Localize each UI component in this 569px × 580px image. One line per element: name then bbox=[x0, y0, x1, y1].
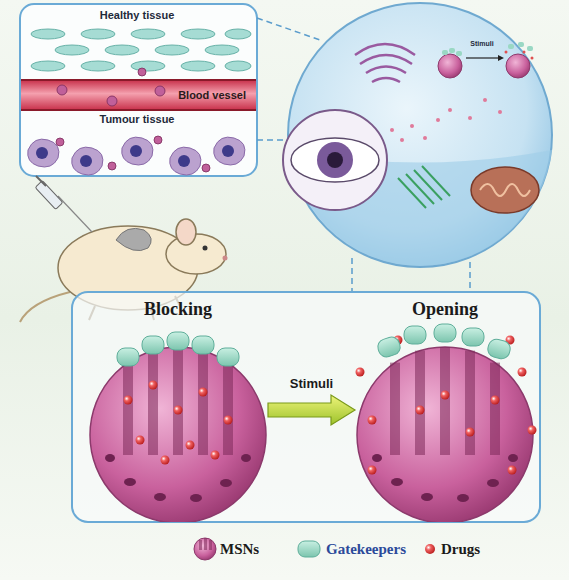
tissue-label: Healthy tissue bbox=[37, 9, 237, 21]
tissue-label: Stimuli bbox=[452, 40, 512, 47]
opening-msn bbox=[356, 324, 537, 522]
cell-illustration bbox=[283, 3, 552, 267]
stimuli-arrow bbox=[268, 395, 355, 425]
msn-particle: Blocking bbox=[88, 298, 268, 522]
vessel-wall bbox=[21, 109, 256, 111]
legend-text: Gatekeepers bbox=[326, 540, 406, 558]
vessel-band: Blood vessel bbox=[22, 80, 254, 110]
blocking-msn bbox=[90, 332, 266, 522]
blood-vessel-band bbox=[21, 80, 256, 110]
panel-heading: Opening bbox=[355, 298, 535, 320]
mechanism-panel bbox=[72, 292, 540, 522]
arrow-label: Stimuli bbox=[252, 376, 372, 391]
panel-heading: Blocking bbox=[88, 298, 268, 320]
tissue-label: Tumour tissue bbox=[37, 113, 237, 125]
circulating-nanoparticles bbox=[57, 68, 165, 106]
msn-particle: Opening bbox=[355, 298, 535, 522]
legend-text: MSNs bbox=[220, 540, 259, 558]
vessel-wall bbox=[21, 79, 256, 81]
tumour-cells bbox=[28, 136, 245, 175]
legend-text: Drugs bbox=[441, 540, 480, 558]
healthy-cells bbox=[31, 29, 251, 71]
inset-panel bbox=[20, 4, 257, 176]
vessel-label: Blood vessel bbox=[178, 80, 246, 110]
legend-samples bbox=[194, 538, 435, 560]
